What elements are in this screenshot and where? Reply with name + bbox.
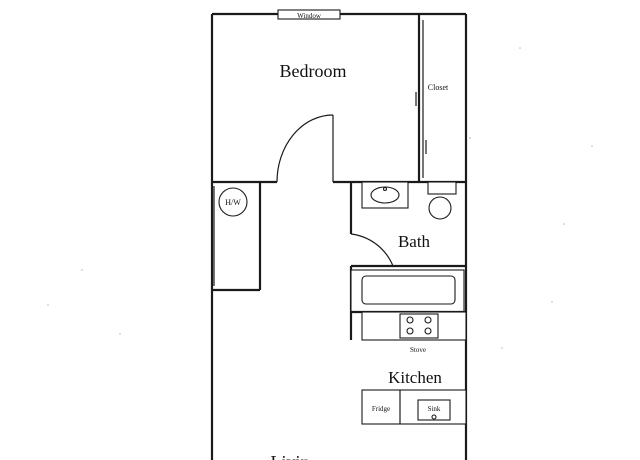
- bath-label: Bath: [398, 232, 431, 251]
- toilet-tank: [427, 181, 457, 195]
- stove-label: Stove: [410, 346, 426, 354]
- kitchen-sink: [417, 399, 451, 421]
- bathtub-basin: [361, 275, 456, 305]
- window-label: Window: [297, 12, 322, 20]
- water-heater-icon: [218, 187, 248, 217]
- water-heater-closet: H/W: [212, 182, 262, 292]
- toilet-icon: [428, 196, 452, 220]
- bathroom: Bath: [349, 181, 466, 340]
- closet-label: Closet: [428, 83, 449, 92]
- burner-icon: [406, 316, 414, 324]
- burner-icon: [424, 316, 432, 324]
- living-label: Livin: [271, 452, 310, 460]
- window: Window: [277, 9, 341, 20]
- closet: Closet: [415, 14, 449, 182]
- kitchen: Stove Kitchen Fridge Sink: [351, 310, 467, 425]
- water-heater-label: H/W: [225, 198, 241, 207]
- faucet-icon: [431, 414, 437, 420]
- burner-icon: [424, 327, 432, 335]
- kitchen-label: Kitchen: [388, 368, 442, 387]
- stove: [399, 313, 439, 339]
- sink-label: Sink: [428, 405, 441, 413]
- bedroom-label: Bedroom: [280, 61, 347, 81]
- fridge-label: Fridge: [372, 405, 390, 413]
- scan-noise: [47, 47, 593, 349]
- burner-icon: [406, 327, 414, 335]
- bedroom-bottom-wall: [212, 114, 466, 184]
